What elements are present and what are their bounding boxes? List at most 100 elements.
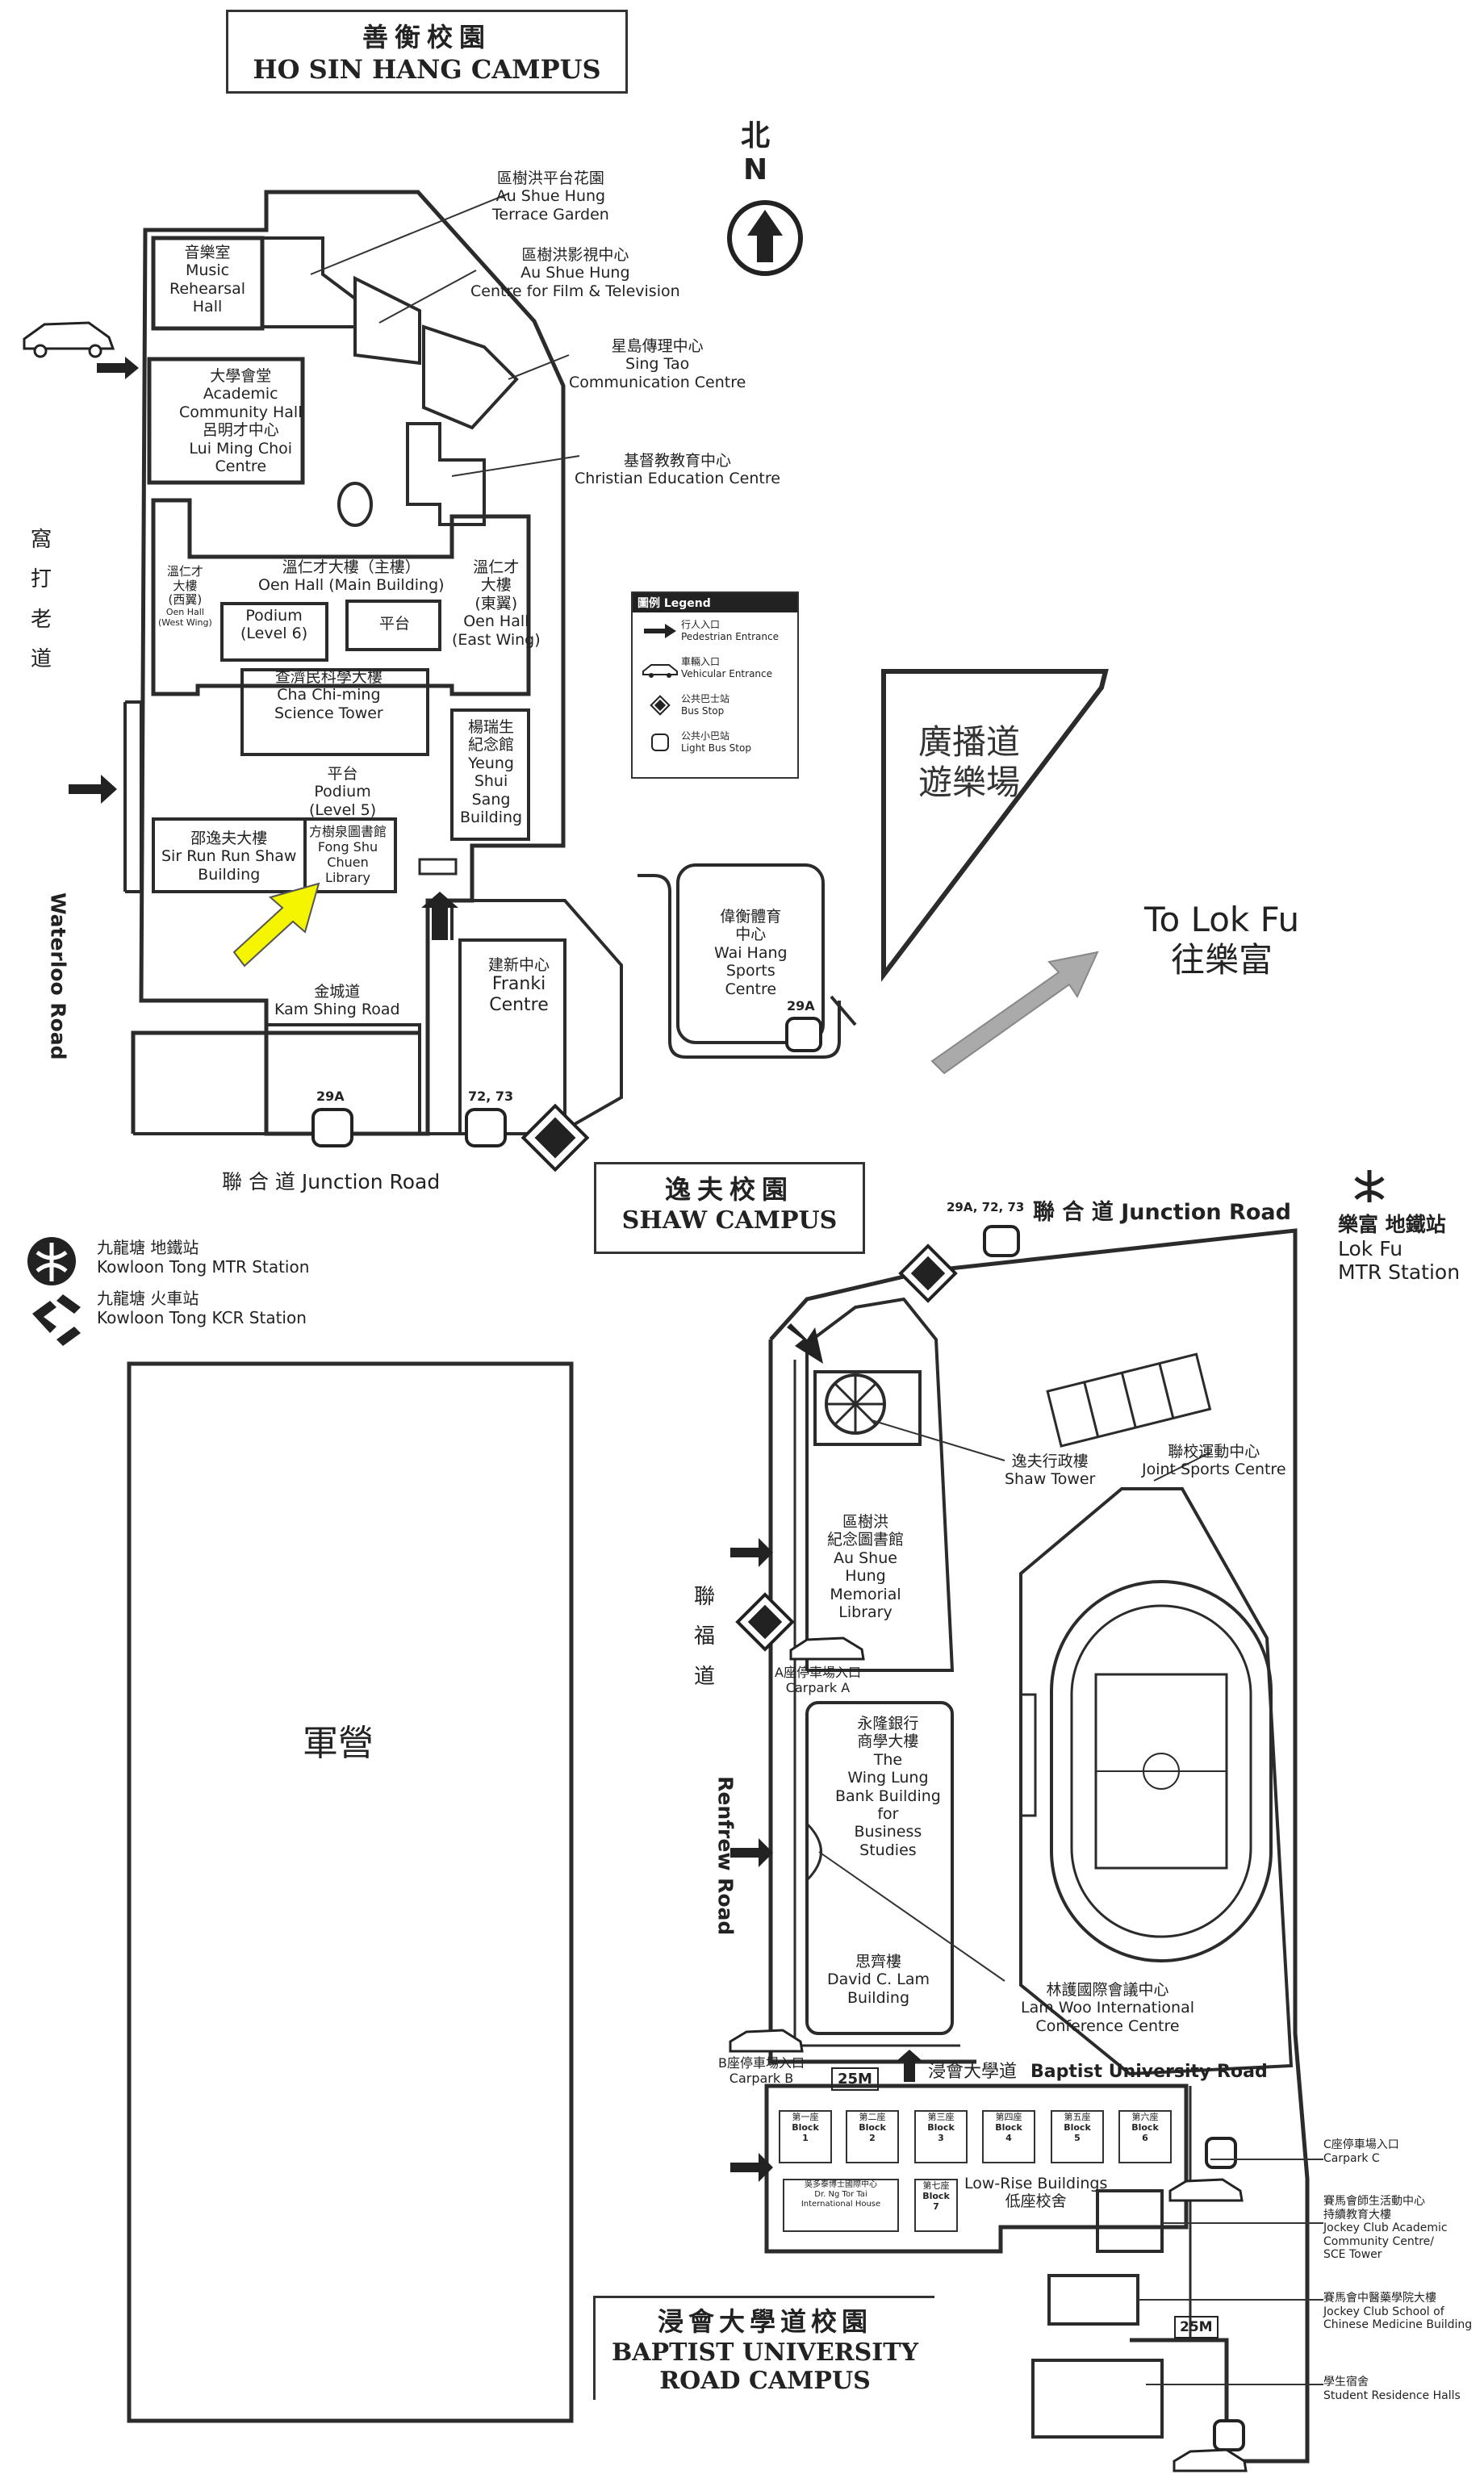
barracks-outline: [127, 1361, 574, 2423]
broadcast-playground-label: 廣播道 遊樂場: [918, 722, 1020, 802]
oen-hall-west-label: 溫仁才 大樓 (西翼) Oen Hall (West Wing): [158, 564, 212, 629]
block-4-zh: 第四座: [995, 2112, 1022, 2122]
lam-woo-en2: Conference Centre: [1035, 2017, 1180, 2035]
wing-lung-en6: Studies: [859, 1841, 917, 1859]
franki-en1: Franki: [491, 974, 546, 995]
student-residence-label: 學生宿舍 Student Residence Halls: [1323, 2376, 1461, 2402]
legend-title: 圖例 Legend: [633, 593, 797, 612]
bu-road-en: Baptist University Road: [1030, 2062, 1268, 2082]
shaw-tower-label: 逸夫行政樓 Shaw Tower: [1005, 1452, 1095, 1489]
kowloon-tong-mtr-label: 九龍塘 地鐵站 Kowloon Tong MTR Station: [97, 1238, 309, 1277]
waterloo-zh-3: 老: [31, 607, 52, 632]
ng-tor-tai-zh: 吳多泰博士國際中心: [805, 2180, 877, 2189]
library-highlight-arrow: [232, 882, 320, 968]
oen-west-en2: (West Wing): [158, 617, 212, 629]
oen-west-en1: Oen Hall: [165, 607, 204, 618]
joint-sports-label: 聯校運動中心 Joint Sports Centre: [1142, 1443, 1286, 1479]
legend-lbus-zh: 公共小巴站: [681, 730, 730, 742]
lok-fu-mtr-zh: 樂富 地鐵站: [1338, 1213, 1446, 1236]
podium5-en2: (Level 5): [309, 800, 377, 819]
singtao-zh: 星島傳理中心: [611, 337, 704, 355]
library-en3: Memorial: [830, 1585, 901, 1603]
oen-east-zh1: 溫仁才: [473, 558, 520, 576]
bus-29a-label-2: 29A: [787, 998, 815, 1014]
film-en2: Centre for Film & Television: [470, 282, 680, 300]
lok-fu-mtr-label: 樂富 地鐵站 Lok Fu MTR Station: [1338, 1213, 1460, 1285]
north-label: 北 N: [741, 119, 770, 188]
library-en4: Library: [838, 1603, 892, 1622]
wing-lung-zh2: 商學大樓: [857, 1732, 919, 1751]
franki-centre-label: 建新中心 Franki Centre: [488, 956, 550, 1016]
bur-title-en1: BAPTIST UNIVERSITY: [611, 2338, 919, 2367]
music-zh: 音樂室: [184, 244, 231, 261]
cha-zh: 查濟民科學大樓: [274, 668, 382, 686]
terrace-zh: 區樹洪平台花園: [496, 169, 604, 187]
bus-72-73-label: 72, 73: [468, 1089, 514, 1104]
yeung-zh1: 楊瑞生: [468, 718, 515, 736]
carpark-a-en: Carpark A: [785, 1679, 851, 1695]
block-1-zh: 第一座: [792, 2112, 819, 2122]
wing-lung-en5: Business: [854, 1823, 922, 1841]
oen-hall-east-label: 溫仁才 大樓 (東翼) Oen Hall (East Wing): [452, 558, 541, 649]
singtao-en2: Communication Centre: [569, 373, 746, 391]
ng-tor-tai-en2: International House: [801, 2200, 881, 2209]
block-6-en: Block: [1131, 2122, 1159, 2134]
waterloo-zh-1: 窩: [31, 528, 52, 552]
block-2-num: 2: [869, 2133, 876, 2144]
wing-lung-en1: The: [873, 1750, 903, 1769]
ho-sin-hang-title-zh: 善衡校園: [362, 22, 491, 52]
oen-main-en: Oen Hall (Main Building): [258, 576, 445, 595]
waihang-en2: Sports: [725, 962, 775, 980]
block-5-num: 5: [1074, 2133, 1081, 2144]
to-lok-fu-arrow: [930, 951, 1099, 1075]
minibus-25m-label: 25M: [831, 2067, 879, 2092]
shaw-junction-road-label: 聯 合 道 Junction Road: [1033, 1200, 1291, 1225]
kcr-zh: 九龍塘 火車站: [97, 1289, 199, 1308]
carpark-b-label: B座停車場入口 Carpark B: [718, 2055, 805, 2087]
franki-zh: 建新中心: [488, 956, 550, 974]
jockey-cm-en1: Jockey Club School of: [1323, 2305, 1444, 2318]
christian-en: Christian Education Centre: [575, 470, 780, 488]
kam-shing-road-label: 金城道 Kam Shing Road: [274, 983, 400, 1019]
ho-sin-hang-title-box: 善衡校園 HO SIN HANG CAMPUS: [226, 10, 628, 94]
shaw-tower-zh: 逸夫行政樓: [1011, 1452, 1089, 1470]
fong-en1: Fong Shu: [317, 838, 378, 855]
to-lok-fu-zh: 往樂富: [1171, 939, 1273, 980]
music-hall-label: 音樂室 Music Rehearsal Hall: [169, 244, 245, 316]
carpark-b-en: Carpark B: [729, 2070, 794, 2086]
block-5-zh: 第五座: [1064, 2112, 1091, 2122]
podium-5-label: 平台 Podium (Level 5): [309, 765, 376, 819]
jockey-acad-en3: SCE Tower: [1323, 2248, 1382, 2262]
terrace-en1: Au Shue Hung: [495, 187, 606, 206]
music-en2: Rehearsal: [169, 279, 246, 298]
terrace-garden-label: 區樹洪平台花園 Au Shue Hung Terrace Garden: [492, 169, 609, 224]
waihang-zh2: 中心: [735, 926, 767, 944]
baptist-university-road-label: 浸會大學道 Baptist University Road: [928, 2062, 1268, 2083]
carpark-c-zh: C座停車場入口: [1323, 2138, 1399, 2151]
acad-zh2: 呂明才中心: [202, 421, 279, 440]
light-bus-icon: [639, 729, 681, 756]
block-2-en: Block: [859, 2122, 886, 2134]
barracks-label: 軍營: [303, 1723, 374, 1764]
film-centre-label: 區樹洪影視中心 Au Shue Hung Centre for Film & T…: [470, 246, 680, 300]
wing-lung-en4: for: [877, 1805, 899, 1824]
shaw-title-en: SHAW CAMPUS: [621, 1206, 838, 1235]
bur-title-en2: ROAD CAMPUS: [659, 2367, 871, 2395]
legend-bus-en: Bus Stop: [681, 705, 725, 717]
block-1-en: Block: [792, 2122, 819, 2134]
waterloo-zh-2: 打: [31, 567, 52, 592]
film-zh: 區樹洪影視中心: [521, 246, 629, 264]
singtao-en1: Sing Tao: [625, 355, 690, 374]
north-arrow: [727, 200, 803, 276]
block-3-en: Block: [927, 2122, 955, 2134]
low-rise-zh: 低座校舍: [1005, 2192, 1067, 2211]
jockey-acad-zh: 賽馬會師生活動中心: [1323, 2195, 1425, 2208]
bu-road-zh: 浸會大學道: [928, 2062, 1018, 2082]
luk-fuk-2: 福: [694, 1624, 716, 1649]
waterloo-road-en: Waterloo Road: [46, 892, 70, 1060]
legend-ped-en: Pedestrian Entrance: [681, 631, 779, 642]
bus-29a-72-73-label: 29A, 72, 73: [947, 1200, 1025, 1214]
